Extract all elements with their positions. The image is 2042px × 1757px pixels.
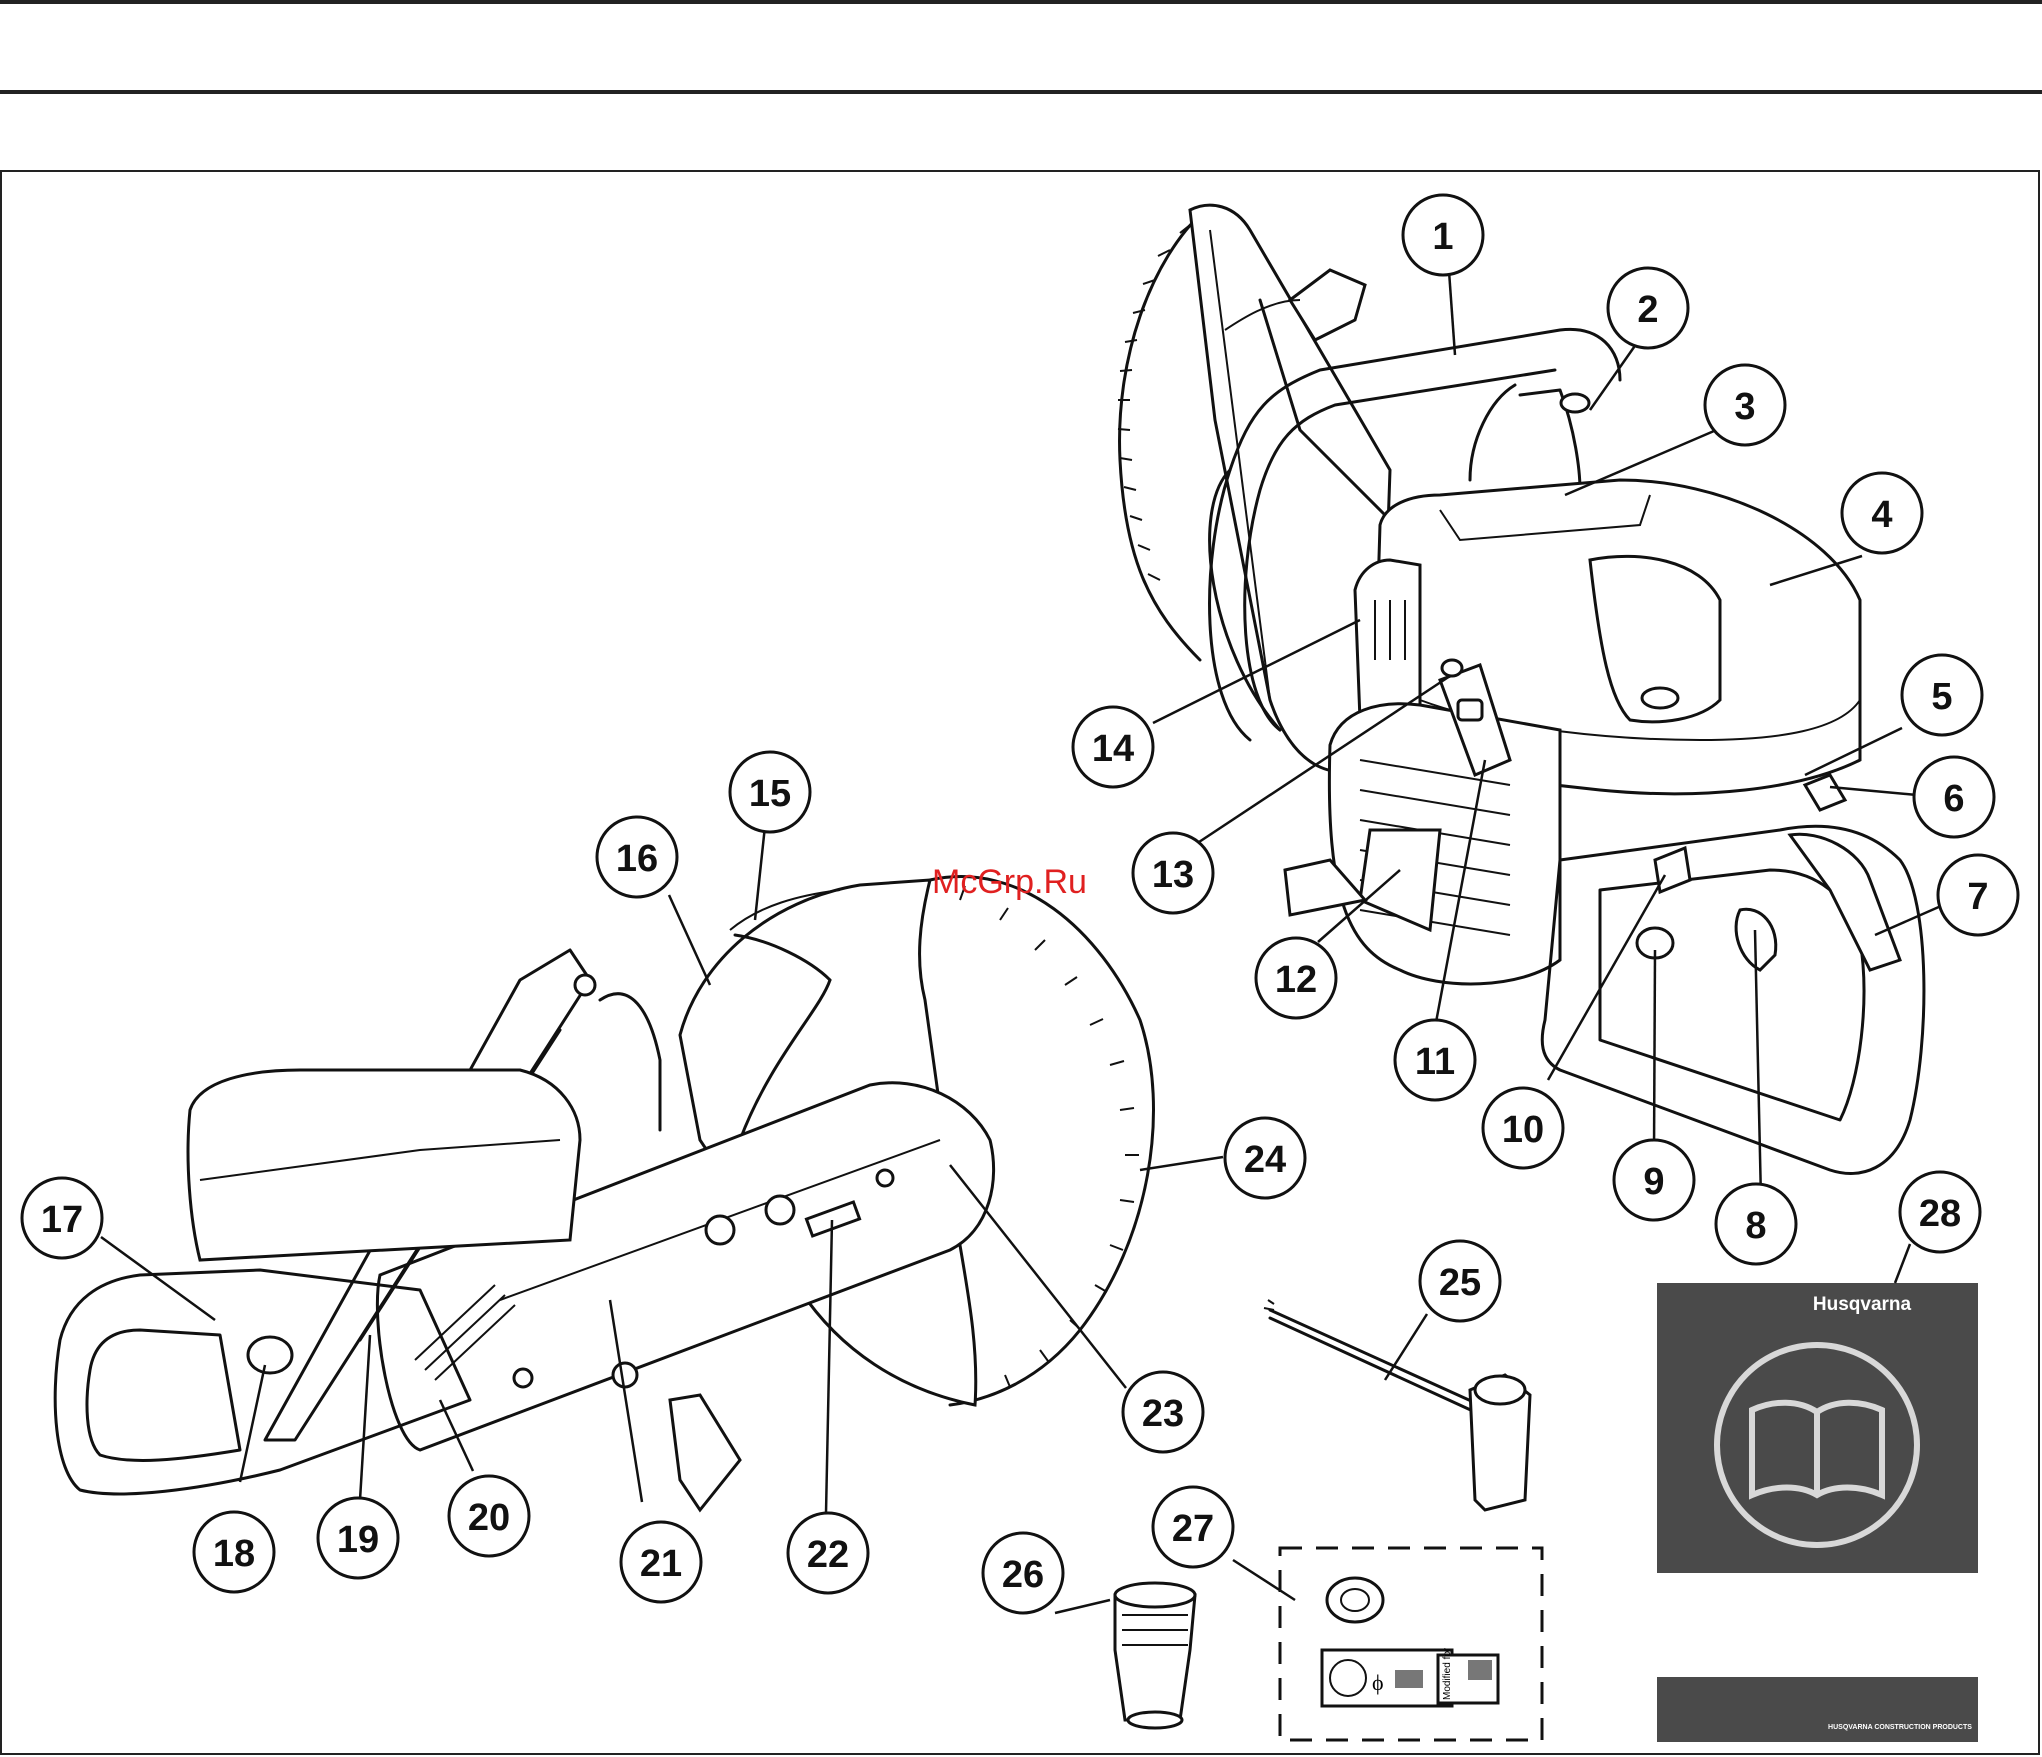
svg-text:2: 2 (1637, 289, 1658, 331)
svg-text:7: 7 (1967, 876, 1988, 918)
svg-text:15: 15 (749, 773, 791, 815)
label-27-phi: ϕ (1372, 1670, 1384, 1695)
engine-body (188, 1070, 580, 1260)
callout-17: 17 (22, 1178, 102, 1258)
callout-14: 14 (1073, 707, 1153, 787)
svg-text:14: 14 (1092, 728, 1134, 770)
svg-text:19: 19 (337, 1519, 379, 1561)
callout-6: 6 (1914, 757, 1994, 837)
svg-text:6: 6 (1943, 778, 1964, 820)
svg-text:9: 9 (1643, 1161, 1664, 1203)
svg-text:12: 12 (1275, 959, 1317, 1001)
operators-manual: Husqvarna HUSQVARNA CONSTRUCTION PRODUCT… (1657, 1283, 1978, 1742)
callout-11: 11 (1395, 1020, 1475, 1100)
label-27-text: Modified for (1442, 1647, 1453, 1700)
svg-text:22: 22 (807, 1534, 849, 1576)
svg-text:13: 13 (1152, 854, 1194, 896)
callout-4: 4 (1842, 473, 1922, 553)
callout-19: 19 (318, 1498, 398, 1578)
svg-text:25: 25 (1439, 1262, 1481, 1304)
callout-18: 18 (194, 1512, 274, 1592)
callout-5: 5 (1902, 655, 1982, 735)
callout-25: 25 (1420, 1241, 1500, 1321)
callout-12: 12 (1256, 938, 1336, 1018)
callout-13: 13 (1133, 833, 1213, 913)
callout-10: 10 (1483, 1088, 1563, 1168)
callout-1: 1 (1403, 195, 1483, 275)
svg-text:20: 20 (468, 1497, 510, 1539)
svg-text:16: 16 (616, 838, 658, 880)
callout-20: 20 (449, 1476, 529, 1556)
rear-blade (1120, 210, 1205, 660)
svg-text:11: 11 (1415, 1041, 1455, 1083)
starter-housing (1329, 704, 1560, 984)
manual-brand: Husqvarna (1813, 1294, 1912, 1315)
svg-text:24: 24 (1244, 1139, 1286, 1181)
svg-text:18: 18 (213, 1533, 255, 1575)
svg-text:4: 4 (1871, 494, 1892, 536)
callout-7: 7 (1938, 855, 2018, 935)
svg-text:27: 27 (1172, 1508, 1214, 1550)
cutter-rear-view (1118, 205, 1924, 1173)
svg-text:21: 21 (640, 1543, 682, 1585)
callout-21: 21 (621, 1522, 701, 1602)
cutter-side-view (55, 877, 1153, 1510)
callout-9: 9 (1614, 1140, 1694, 1220)
callout-23: 23 (1123, 1372, 1203, 1452)
plug-and-label-kit: ϕ Modified for (1280, 1548, 1542, 1740)
svg-text:28: 28 (1919, 1193, 1961, 1235)
callout-8: 8 (1716, 1184, 1796, 1264)
callout-24: 24 (1225, 1118, 1305, 1198)
callout-26: 26 (983, 1533, 1063, 1613)
callout-2: 2 (1608, 268, 1688, 348)
svg-text:26: 26 (1002, 1554, 1044, 1596)
svg-text:3: 3 (1734, 386, 1755, 428)
callout-16: 16 (597, 817, 677, 897)
watermark: McGrp.Ru (932, 863, 1087, 901)
svg-text:1: 1 (1432, 216, 1453, 258)
svg-text:8: 8 (1745, 1205, 1766, 1247)
water-nipple (1115, 1583, 1195, 1728)
callout-22: 22 (788, 1513, 868, 1593)
callout-27: 27 (1153, 1487, 1233, 1567)
svg-text:17: 17 (41, 1199, 83, 1241)
svg-text:5: 5 (1931, 676, 1952, 718)
svg-text:23: 23 (1142, 1393, 1184, 1435)
combination-spanner (1264, 1300, 1530, 1510)
manual-footer: HUSQVARNA CONSTRUCTION PRODUCTS (1828, 1724, 1972, 1731)
callout-3: 3 (1705, 365, 1785, 445)
callout-15: 15 (730, 752, 810, 832)
callout-28: 28 (1900, 1172, 1980, 1252)
svg-text:10: 10 (1502, 1109, 1544, 1151)
